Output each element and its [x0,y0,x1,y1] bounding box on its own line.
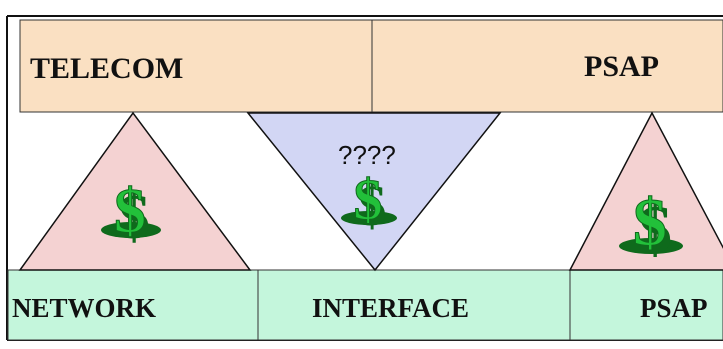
interface-box [257,269,571,341]
psap-top-box [371,19,723,113]
interface-question-label: ???? [338,140,396,170]
psap-cost-triangle [568,111,723,271]
psap-top-label: PSAP [584,50,659,83]
dollar-shadow-interface: $ [358,173,387,238]
dollar-icon-network: $ $ [101,175,161,252]
dollar-glyph-network: $ [114,175,146,246]
dollar-icon-psap: $ $ [619,184,683,267]
psap-bottom-box [569,269,723,341]
dollar-glyph-interface: $ [354,167,383,232]
telecom-label: TELECOM [30,52,183,85]
interface-label: INTERFACE [312,293,469,323]
network-cost-triangle [18,111,252,271]
network-label: NETWORK [12,293,156,323]
dollar-glyph-psap: $ [633,184,667,260]
dollar-icon-interface: $ $ [341,167,397,238]
psap-bottom-label: PSAP [640,293,708,323]
telecom-box [19,19,373,113]
dollar-shadow-network: $ [118,181,150,252]
dollar-shadow-psap: $ [638,191,672,267]
interface-cost-triangle [246,112,502,272]
